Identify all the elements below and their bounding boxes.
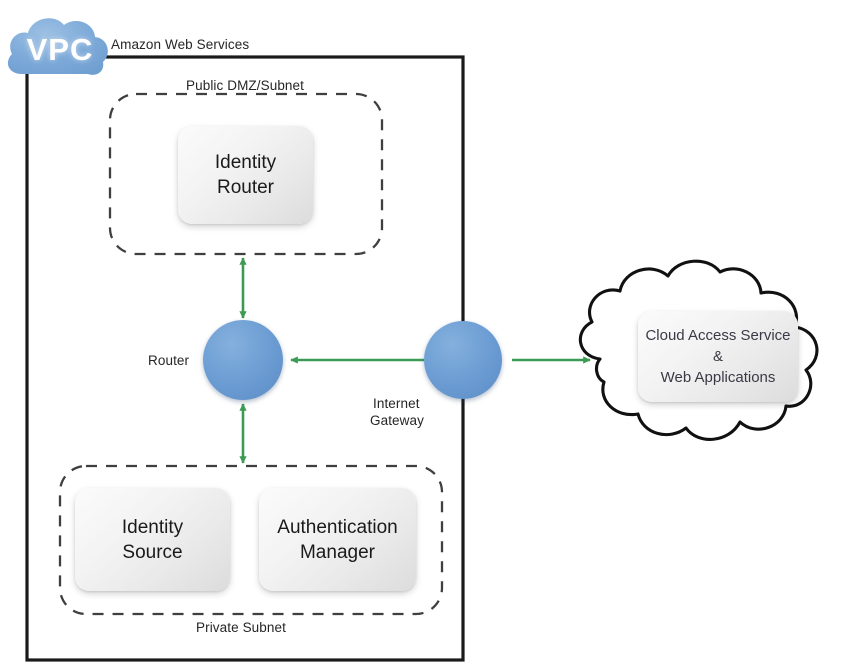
vpc-badge: VPC: [6, 8, 114, 86]
node-cloud-access-service-line1: Cloud Access Service: [645, 327, 791, 344]
node-identity-source-line1: Identity: [121, 516, 184, 538]
node-identity-router-line1: Identity: [214, 152, 277, 173]
router-icon[interactable]: [203, 320, 283, 400]
public-subnet-boundary: [108, 92, 384, 256]
node-cloud-access-service-line3: Web Applications: [660, 369, 776, 386]
private-subnet-label: Private Subnet: [196, 620, 286, 635]
internet-gateway-icon[interactable]: [424, 321, 502, 399]
router-label: Router: [148, 353, 190, 368]
node-identity-source[interactable]: Identity Source: [75, 488, 230, 591]
aws-boundary-label: Amazon Web Services: [111, 37, 250, 52]
node-authentication-manager-text: Authentication Manager: [277, 515, 397, 565]
node-cloud-access-service-line2: &: [712, 348, 723, 365]
internet-gateway-label-line2: Gateway: [370, 413, 424, 428]
public-subnet-label: Public DMZ/Subnet: [186, 78, 304, 93]
vpc-badge-label: VPC: [26, 32, 94, 67]
node-identity-router-text: Identity Router: [215, 150, 276, 200]
node-identity-source-line2: Source: [122, 541, 183, 563]
node-authentication-manager[interactable]: Authentication Manager: [259, 488, 416, 591]
internet-gateway-label-line1: Internet: [373, 396, 420, 411]
node-identity-router-line2: Router: [216, 177, 274, 198]
node-cloud-access-service[interactable]: Cloud Access Service & Web Applications: [638, 311, 798, 402]
vpc-cloud-shape: [7, 18, 108, 75]
node-cloud-access-service-text: Cloud Access Service & Web Applications: [645, 325, 790, 388]
node-authentication-manager-line1: Authentication: [277, 516, 398, 538]
node-identity-router[interactable]: Identity Router: [178, 126, 313, 224]
node-identity-source-text: Identity Source: [122, 515, 183, 565]
private-subnet-boundary: [58, 464, 444, 616]
node-authentication-manager-line2: Manager: [299, 541, 375, 563]
